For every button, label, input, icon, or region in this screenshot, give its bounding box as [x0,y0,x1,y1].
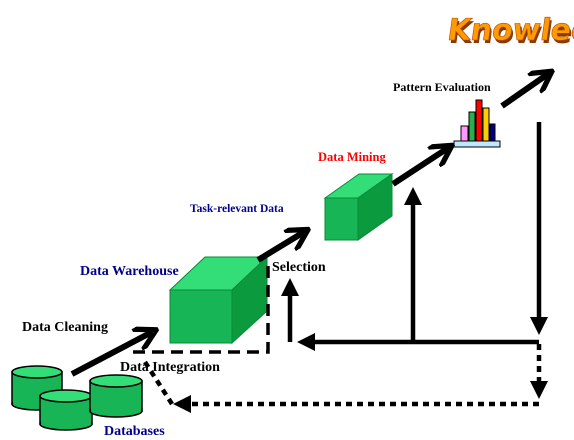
data-warehouse-box [168,255,269,345]
bar-chart-icon [453,99,501,148]
feedback-lines-solid [281,122,548,351]
arrow-warehouse-to-task-data [256,232,304,263]
data-integration-label: Data Integration [120,360,220,375]
data-mining-label: Data Mining [318,150,386,164]
task-relevant-data-box [323,173,394,241]
database-cylinder-icon [11,365,143,431]
databases-label: Databases [104,424,165,439]
knowledge-label: Knowledge [445,13,574,48]
dotted-diagonal [143,360,174,406]
data-cleaning-label: Data Cleaning [22,320,108,335]
task-relevant-data-label: Task-relevant Data [190,203,284,215]
data-warehouse-label: Data Warehouse [80,264,179,279]
knowledge-wordart-icon: Knowledge Knowledge [445,13,574,51]
pattern-evaluation-label: Pattern Evaluation [393,80,491,94]
arrow-task-data-to-mining [391,148,448,187]
dashed-lines [132,266,548,413]
arrow-databases-to-warehouse [70,332,152,377]
selection-label: Selection [272,260,326,275]
dashed-integration-path [132,266,270,354]
arrow-pattern-to-knowledge [500,74,548,109]
knowledge-shadow-text: Knowledge [447,16,574,51]
main-flow-arrows [70,74,548,377]
